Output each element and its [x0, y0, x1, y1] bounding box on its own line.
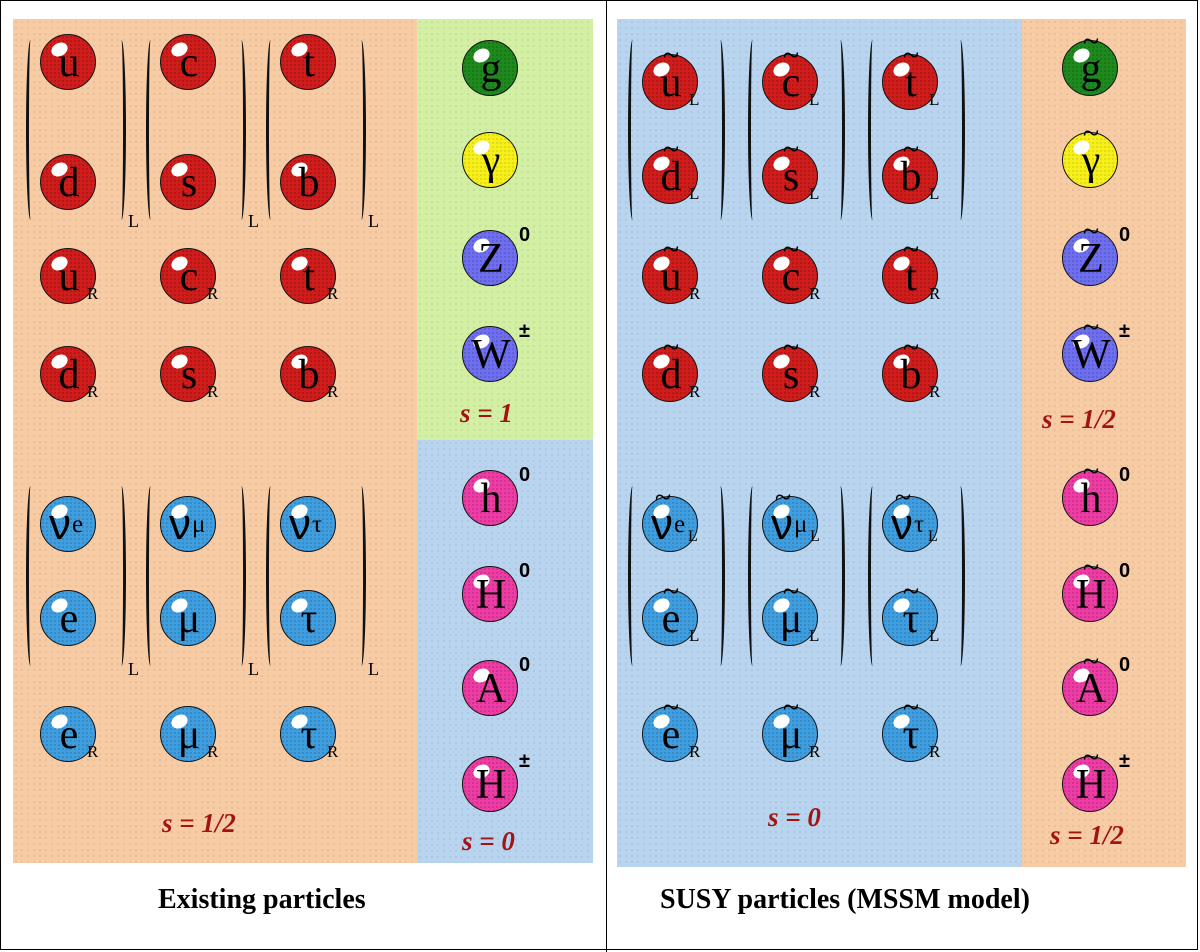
sm-lepton-bracket-right [357, 486, 366, 666]
sm-bottom-quark-l: b [280, 154, 336, 210]
susy-slepton-bracket-right [956, 486, 965, 666]
photino: ~γ [1062, 119, 1118, 188]
sm-quark-bracket-right [357, 40, 366, 220]
charged-higgsino: ~H± [1062, 743, 1130, 812]
susy-squark-bracket-right [836, 40, 845, 220]
sm-lepton-doublet-label: L [128, 659, 139, 679]
susy-higgsino-spin-label: s = 1/2 [1050, 820, 1124, 850]
sm-lepton-bracket-left [266, 486, 275, 666]
sm-quark-bracket-left [146, 40, 155, 220]
sm-gauge-spin-label: s = 1 [460, 398, 513, 428]
charged-higgs: H± [462, 751, 530, 812]
sm-fermion-spin-label: s = 1/2 [162, 808, 236, 838]
sm-strange-quark-l: s [160, 154, 216, 210]
susy-gaugino-spin-label: s = 1/2 [1042, 404, 1116, 434]
sm-lepton-bracket-right [117, 486, 126, 666]
susy-particles-caption: SUSY particles (MSSM model) [660, 884, 1030, 915]
sm-higgs-spin-label: s = 0 [462, 826, 515, 856]
susy-slepton-bracket-right [716, 486, 725, 666]
susy-slepton-bracket-right [836, 486, 845, 666]
photon: γ [462, 132, 518, 188]
wino: ~W± [1062, 313, 1130, 382]
sm-quark-doublet-label: L [248, 211, 259, 231]
sm-tau-l: τ [280, 590, 336, 646]
sm-quark-bracket-left [266, 40, 275, 220]
susy-squark-bracket-left [748, 40, 757, 220]
sm-muon-l: μ [160, 590, 216, 646]
sm-lepton-bracket-right [237, 486, 246, 666]
susy-slepton-bracket-left [868, 486, 877, 666]
sm-quark-bracket-left [26, 40, 35, 220]
susy-slepton-bracket-left [628, 486, 637, 666]
susy-squark-bracket-left [628, 40, 637, 220]
sm-quark-bracket-right [117, 40, 126, 220]
susy-slepton-bracket-left [748, 486, 757, 666]
sm-down-quark-l: d [40, 154, 96, 210]
gluino: ~g [1062, 27, 1118, 96]
panel-divider [606, 0, 607, 952]
susy-squark-bracket-right [716, 40, 725, 220]
w-boson: W± [462, 321, 530, 382]
sm-lepton-doublet-label: L [368, 659, 379, 679]
sm-up-quark-l: u [40, 34, 96, 90]
sm-electron-l: e [40, 590, 96, 646]
sm-quark-bracket-right [237, 40, 246, 220]
susy-squark-bracket-right [956, 40, 965, 220]
susy-sfermion-spin-label: s = 0 [768, 802, 821, 832]
sm-lepton-bracket-left [26, 486, 35, 666]
sm-quark-doublet-label: L [368, 211, 379, 231]
gluon: g [462, 40, 518, 96]
susy-squark-bracket-left [868, 40, 877, 220]
sm-charm-quark-l: c [160, 34, 216, 90]
sm-lepton-doublet-label: L [248, 659, 259, 679]
existing-particles-caption: Existing particles [158, 884, 366, 915]
sm-top-quark-l: t [280, 34, 336, 90]
sm-lepton-bracket-left [146, 486, 155, 666]
sm-quark-doublet-label: L [128, 211, 139, 231]
